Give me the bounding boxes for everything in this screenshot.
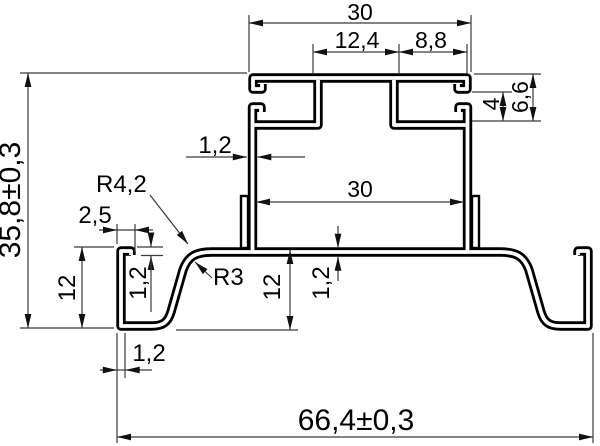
dim-slot-right-width: 8,8: [415, 27, 447, 53]
dim-lip-hook-thickness: 1,2: [125, 266, 152, 299]
left-wall-rib: [239, 194, 250, 250]
dim-web-thickness: 1,2: [308, 266, 335, 299]
label-inner-radius: R3: [213, 264, 244, 291]
dimension-lines: [20, 15, 594, 443]
dim-cap-height: 6,6: [507, 81, 533, 113]
dim-top-wall-thickness: 1,2: [198, 132, 231, 159]
label-outer-radius: R4,2: [96, 171, 147, 198]
dim-foot-wall-thickness: 1,2: [132, 340, 165, 367]
dim-slot-center-width: 12,4: [335, 27, 380, 53]
dim-cap-lip-height: 4: [478, 97, 504, 110]
dimension-labels: 30 12,4 8,8 6,6 4 1,2 30 35,8±0,3 R4,2 2…: [0, 0, 533, 437]
dim-overall-height: 35,8±0,3: [0, 142, 27, 259]
dim-inner-width: 30: [347, 176, 373, 202]
dim-left-foot-height: 12: [54, 275, 81, 302]
dim-top-width: 30: [347, 0, 373, 25]
dim-overall-width: 66,4±0,3: [298, 404, 415, 437]
dim-center-foot-height: 12: [259, 274, 286, 301]
dim-lip-width: 2,5: [78, 202, 111, 229]
profile-outline: [116, 73, 593, 331]
leader-outer-radius: [149, 194, 189, 245]
leader-inner-radius: [194, 261, 213, 279]
right-wall-rib: [470, 194, 481, 250]
